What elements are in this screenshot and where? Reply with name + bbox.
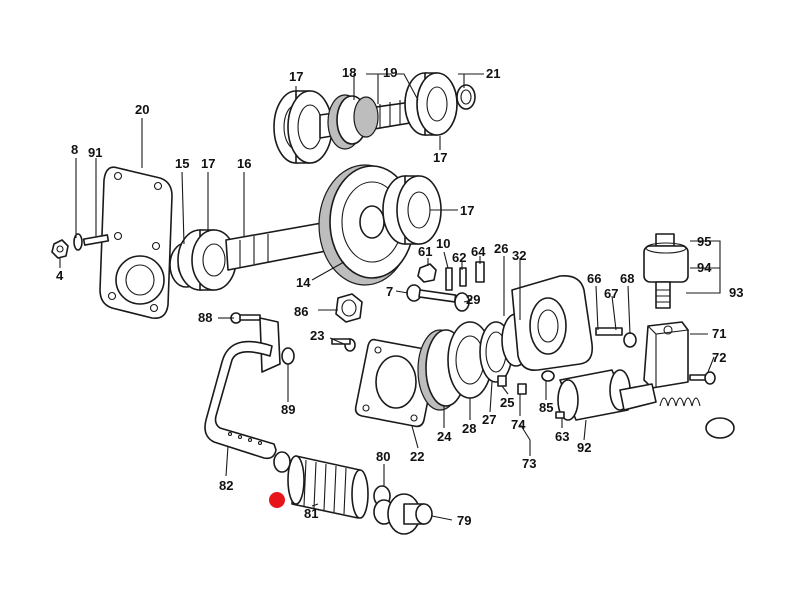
- callout-15: 15: [175, 156, 189, 171]
- callout-22: 22: [410, 449, 424, 464]
- callout-88: 88: [198, 310, 212, 325]
- filter-assembly: [273, 451, 433, 535]
- callout-67: 67: [604, 286, 618, 301]
- callout-73: 73: [522, 456, 536, 471]
- pipe-and-bracket: [204, 312, 295, 460]
- callout-4: 4: [56, 268, 64, 283]
- callout-68: 68: [620, 271, 634, 286]
- bolt-91-washer-nut: [51, 233, 110, 259]
- callout-66: 66: [587, 271, 601, 286]
- highlight-marker[interactable]: [269, 492, 285, 508]
- piston-and-spring: [555, 369, 735, 439]
- callout-71: 71: [712, 326, 726, 341]
- callout-85: 85: [539, 400, 553, 415]
- callout-16: 16: [237, 156, 251, 171]
- callout-74: 74: [511, 417, 526, 432]
- top-shaft-assembly: [273, 72, 476, 164]
- callout-27: 27: [482, 412, 496, 427]
- callout-20: 20: [135, 102, 149, 117]
- callout-92: 92: [577, 440, 591, 455]
- callout-93: 93: [729, 285, 743, 300]
- callout-81: 81: [304, 506, 318, 521]
- callout-25: 25: [500, 395, 514, 410]
- callout-61: 61: [418, 244, 432, 259]
- callout-17-top-right: 17: [433, 150, 447, 165]
- callout-82: 82: [219, 478, 233, 493]
- callout-94: 94: [697, 260, 712, 275]
- callout-10: 10: [436, 236, 450, 251]
- callout-23: 23: [310, 328, 324, 343]
- callout-21: 21: [486, 66, 500, 81]
- cover-plate-20: [99, 166, 173, 320]
- callout-28: 28: [462, 421, 476, 436]
- leader-lines: [59, 73, 721, 521]
- callout-62: 62: [452, 250, 466, 265]
- small-bolts-group: [331, 261, 485, 352]
- callout-32: 32: [512, 248, 526, 263]
- callout-89: 89: [281, 402, 295, 417]
- callout-86: 86: [294, 304, 308, 319]
- callout-8: 8: [71, 142, 78, 157]
- callout-95: 95: [697, 234, 711, 249]
- callout-29: 29: [466, 292, 480, 307]
- callout-91: 91: [88, 145, 102, 160]
- callout-63: 63: [555, 429, 569, 444]
- callout-72: 72: [712, 350, 726, 365]
- callout-labels: 17 18 19 21 17 20 8 91 15 17 16 17 4 14 …: [56, 65, 743, 528]
- main-shaft-assembly: [169, 164, 442, 291]
- callout-17-mid-right: 17: [460, 203, 474, 218]
- callout-79: 79: [457, 513, 471, 528]
- pump-housing-group: [354, 274, 594, 428]
- callout-24: 24: [437, 429, 452, 444]
- callout-80: 80: [376, 449, 390, 464]
- solenoid-valve-group: [595, 233, 716, 389]
- callout-7: 7: [386, 284, 393, 299]
- callout-18: 18: [342, 65, 356, 80]
- callout-64: 64: [471, 244, 486, 259]
- callout-17-top-left: 17: [289, 69, 303, 84]
- callout-17-mid-left: 17: [201, 156, 215, 171]
- callout-14: 14: [296, 275, 311, 290]
- callout-26: 26: [494, 241, 508, 256]
- callout-19: 19: [383, 65, 397, 80]
